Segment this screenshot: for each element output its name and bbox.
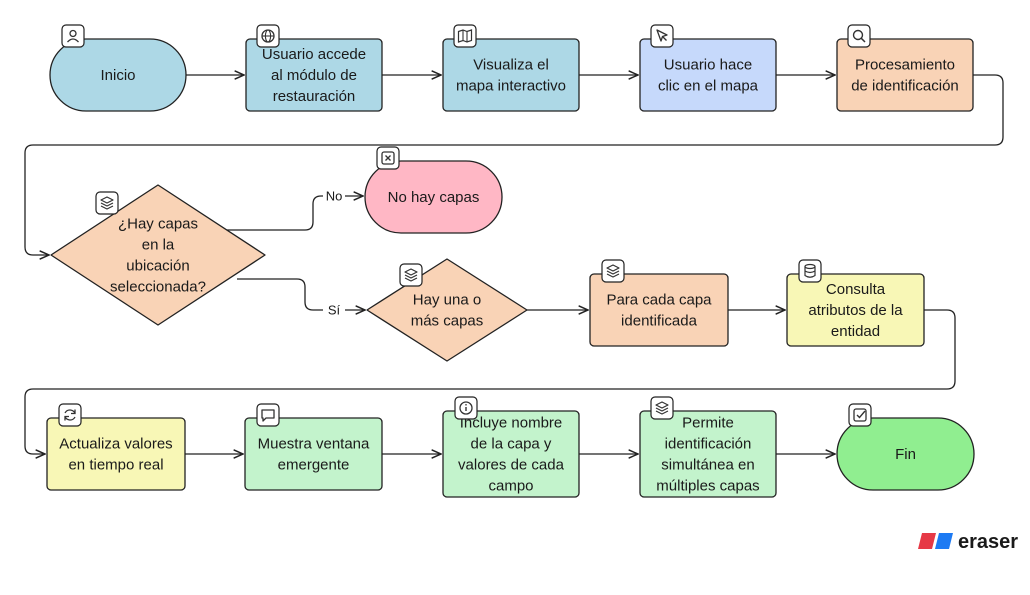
map-icon [453, 24, 477, 48]
eraser-logo-mark-red [918, 533, 936, 549]
edge-label-no: No [323, 187, 345, 205]
edge-procesamiento-hay [24, 74, 1004, 255]
node-shape [836, 417, 975, 491]
node-label: Inicio [100, 67, 135, 84]
node-inicio: Inicio [49, 24, 187, 112]
node-no-capas: No hay capas [364, 146, 503, 234]
node-shape [836, 38, 974, 112]
info-icon [454, 396, 478, 420]
globe-icon [256, 24, 280, 48]
layers-icon [601, 259, 625, 283]
node-shape [786, 273, 925, 347]
node-shape [639, 410, 777, 498]
node-shape [49, 38, 187, 112]
refresh-icon [58, 403, 82, 427]
user-icon [61, 24, 85, 48]
node-shape [442, 38, 580, 112]
node-shape [442, 410, 580, 498]
node-shape [245, 38, 383, 112]
layers-icon [399, 263, 423, 287]
search-icon [847, 24, 871, 48]
edge-hay-no [212, 196, 363, 231]
svg-text:No: No [326, 189, 343, 204]
x-square-icon [376, 146, 400, 170]
check-square-icon [848, 403, 872, 427]
message-icon [256, 403, 280, 427]
edge-consulta-actualiza [24, 309, 956, 454]
layers-icon [650, 396, 674, 420]
eraser-logo: eraser [918, 531, 1018, 553]
node-shape [46, 417, 186, 491]
node-shape [244, 417, 383, 491]
node-shape [639, 38, 777, 112]
layers-icon [95, 191, 119, 215]
edges-layer [24, 74, 1004, 454]
node-shape [50, 184, 266, 326]
node-shape [364, 160, 503, 234]
node-label: Fin [895, 446, 916, 463]
edge-hay-si [237, 278, 365, 310]
node-shape [589, 273, 729, 347]
cursor-icon [650, 24, 674, 48]
database-icon [798, 259, 822, 283]
node-fin: Fin [836, 403, 975, 491]
eraser-logo-mark-blue [935, 533, 953, 549]
eraser-logo-text: eraser [958, 531, 1018, 553]
svg-text:Sí: Sí [328, 303, 341, 318]
node-shape [366, 258, 528, 362]
node-label: No hay capas [388, 189, 480, 206]
edge-label-si: Sí [323, 301, 345, 319]
